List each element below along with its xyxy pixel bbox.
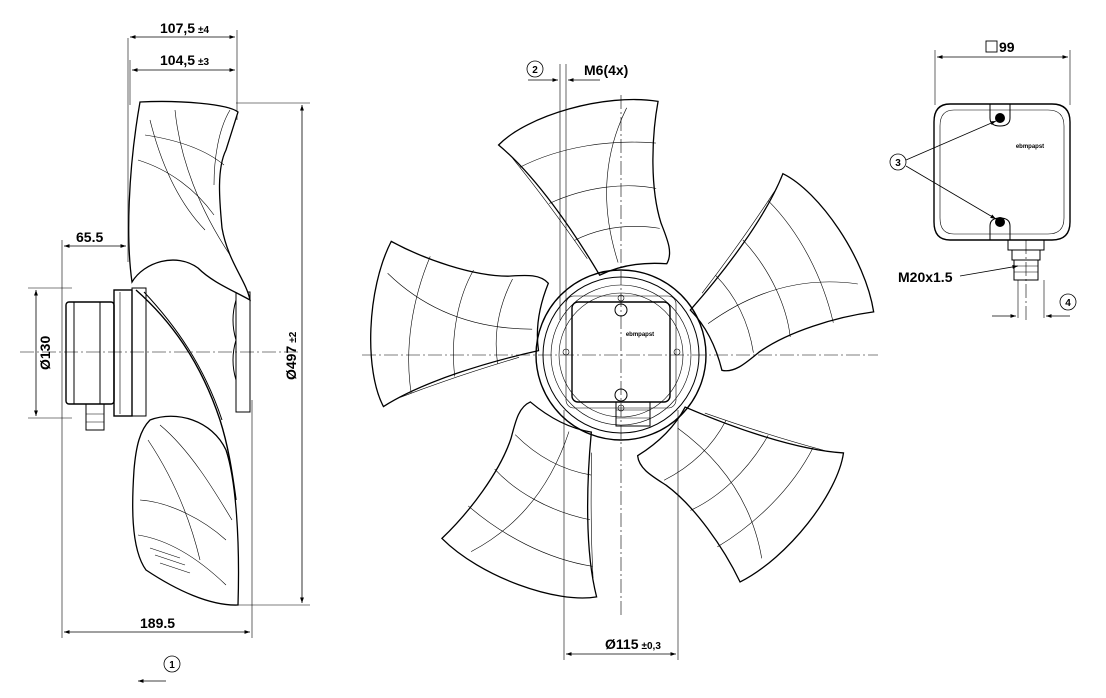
- side-view: 107,5±4 104,5±3 65.5 Ø130 Ø497±2 189: [20, 20, 310, 683]
- blade-depth-tolerance: ±3: [198, 57, 209, 68]
- rotation-callout-number: 2: [532, 65, 538, 76]
- dim-box-size: 99: [934, 39, 1071, 105]
- overall-depth-value: 107,5: [160, 20, 195, 36]
- fan-blade: [497, 98, 671, 277]
- hub-diameter-value: Ø115: [605, 636, 639, 652]
- svg-text:Ø497±2: Ø497 ±2: [283, 331, 299, 380]
- total-length-value: 189.5: [140, 615, 175, 631]
- fan-blade: [689, 172, 875, 372]
- dim-gland: 4: [992, 293, 1077, 318]
- blades: [370, 98, 875, 599]
- side-blade-lower: [132, 415, 240, 606]
- box-logo: ebmpapst: [1016, 144, 1044, 150]
- fan-diameter-value: Ø497: [283, 346, 299, 380]
- side-blade-middle: [135, 289, 237, 501]
- fan-blade: [636, 406, 845, 583]
- fan-blade: [370, 240, 550, 408]
- terminal-box: ebmpapst: [933, 103, 1071, 241]
- gland-callout-number: 4: [1065, 298, 1071, 309]
- dim-total-length: 189.5: [63, 400, 253, 638]
- dim-hub-diameter: Ø115±0,3: [563, 410, 679, 660]
- hub-diameter-tolerance: ±0,3: [641, 641, 661, 652]
- mount-thread-label: M6(4x): [584, 62, 628, 78]
- fan-blade: [441, 401, 598, 599]
- side-blade-upper: [128, 100, 251, 302]
- dim-mount-thread: 2 M6(4x): [526, 60, 628, 320]
- terminal-box-view: 99 ebmpapst 3 M20x1: [889, 39, 1077, 320]
- dim-blade-depth: 104,5±3: [129, 52, 235, 105]
- overall-depth-tolerance: ±4: [198, 25, 209, 36]
- dim-overall-depth: 107,5±4: [127, 20, 238, 262]
- airflow-callout: 1: [138, 655, 181, 683]
- gland-thread-label: M20x1.5: [898, 265, 1019, 285]
- cable-gland: [1007, 239, 1045, 320]
- svg-text:107,5±4: 107,5±4: [160, 20, 210, 36]
- gland-thread-value: M20x1.5: [898, 269, 953, 285]
- hub-logo: ebmpapst: [626, 332, 654, 338]
- fan-diameter-tolerance: ±2: [288, 331, 299, 342]
- svg-text:Ø115±0,3: Ø115±0,3: [605, 636, 661, 652]
- dim-terminal-offset: 65.5: [61, 229, 126, 638]
- box-size-value: 99: [999, 39, 1015, 55]
- terminal-diameter-value: Ø130: [37, 336, 53, 370]
- front-view: ebmpapst 2 M6(4x) Ø115±0,3: [362, 60, 878, 660]
- screws-callout-number: 3: [895, 158, 901, 169]
- motor-housing: [65, 287, 251, 431]
- blade-depth-value: 104,5: [160, 52, 195, 68]
- dim-terminal-diameter: Ø130: [28, 287, 72, 419]
- screws-callout: 3: [889, 120, 997, 220]
- dim-fan-diameter: Ø497 ±2: [236, 102, 310, 606]
- airflow-callout-number: 1: [169, 660, 175, 671]
- terminal-offset-value: 65.5: [76, 229, 103, 245]
- svg-text:104,5±3: 104,5±3: [160, 52, 210, 68]
